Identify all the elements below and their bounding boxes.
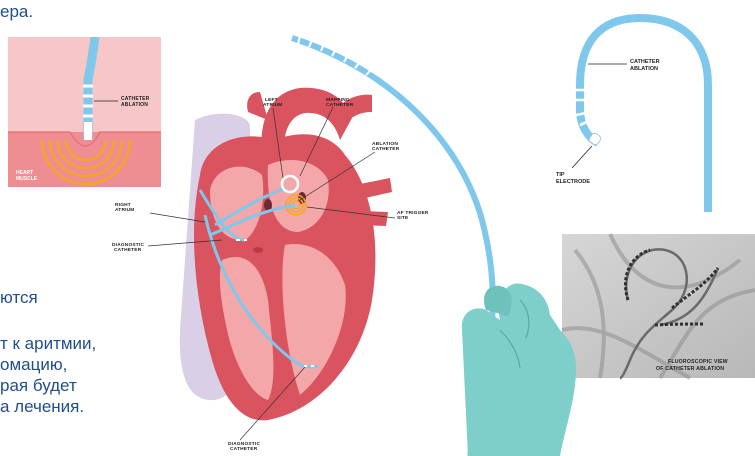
fluoroscopic-panel: FLUOROSCOPIC VIEW OF CATHETER ABLATION <box>556 230 755 382</box>
right-catheter-label-1: CATHETER <box>630 59 660 65</box>
label-af-trigger-site-2: SITE <box>397 215 409 221</box>
inset-catheter-label-2: ABLATION <box>121 102 148 108</box>
tip-electrode-label-2: ELECTRODE <box>556 179 590 185</box>
right-catheter-label-2: ABLATION <box>630 66 658 72</box>
fluoro-caption-2: OF CATHETER ABLATION <box>656 366 724 372</box>
inset-catheter-on-muscle: CATHETER ABLATION HEART MUSCLE <box>8 37 161 187</box>
label-right-atrium-2: ATRIUM <box>115 207 135 213</box>
label-mapping-catheter-2: CATHETER <box>326 102 354 108</box>
label-diagnostic-catheter-upper-2: CATHETER <box>114 247 142 253</box>
fluoro-caption-1: FLUOROSCOPIC VIEW <box>668 359 728 365</box>
label-ablation-catheter-2: CATHETER <box>372 146 400 152</box>
catheter-hook: CATHETER ABLATION TIP ELECTRODE <box>556 18 708 212</box>
tip-electrode-label-1: TIP <box>556 172 565 178</box>
label-diagnostic-catheter-lower-2: CATHETER <box>230 446 258 452</box>
inset-muscle-label-2: MUSCLE <box>16 176 38 182</box>
label-left-atrium-2: ATRIUM <box>263 102 283 108</box>
